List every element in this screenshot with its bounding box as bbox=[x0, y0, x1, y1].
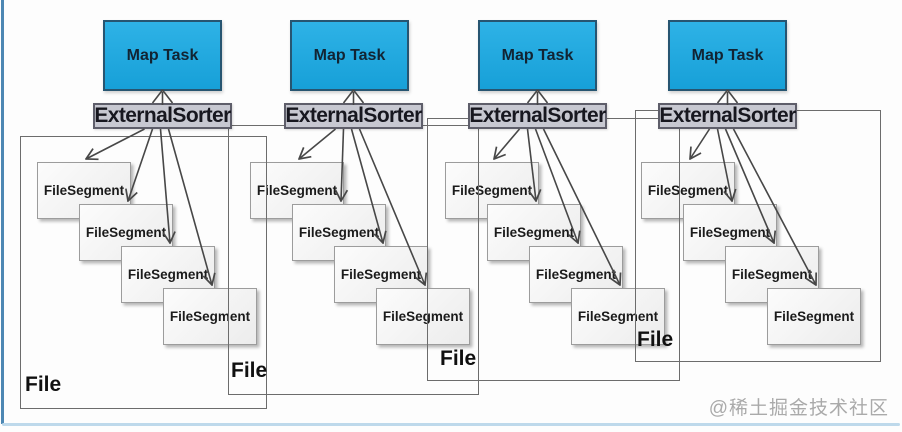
file-segment-box: FileSegment bbox=[163, 288, 257, 345]
file-label: File bbox=[637, 328, 674, 351]
map-task-box: Map Task bbox=[103, 20, 222, 91]
external-sorter-box: ExternalSorter bbox=[284, 103, 423, 129]
file-label: File bbox=[25, 373, 62, 396]
arrow-sorter-to-map bbox=[716, 89, 729, 104]
external-sorter-box: ExternalSorter bbox=[468, 103, 607, 129]
arrow-sorter-to-map bbox=[151, 89, 164, 104]
arrow-sorter-to-map bbox=[526, 89, 539, 104]
watermark-text: @稀土掘金技术社区 bbox=[708, 398, 889, 419]
file-container bbox=[635, 110, 881, 362]
arrow-sorter-to-map bbox=[161, 89, 174, 104]
arrow-sorter-to-map bbox=[726, 89, 739, 104]
file-segment-box: FileSegment bbox=[376, 288, 470, 345]
frame-bottom-border bbox=[2, 423, 900, 426]
file-label: File bbox=[440, 347, 477, 370]
map-task-box: Map Task bbox=[478, 20, 597, 91]
map-task-box: Map Task bbox=[668, 20, 787, 91]
map-task-box: Map Task bbox=[290, 20, 409, 91]
arrow-sorter-to-map bbox=[352, 89, 365, 104]
file-segment-box: FileSegment bbox=[571, 288, 665, 345]
external-sorter-box: ExternalSorter bbox=[93, 103, 232, 129]
file-segment-box: FileSegment bbox=[767, 288, 861, 345]
file-label: File bbox=[231, 359, 268, 382]
arrow-sorter-to-map bbox=[342, 89, 355, 104]
arrow-sorter-to-map bbox=[536, 89, 549, 104]
frame-left-border bbox=[1, 0, 4, 424]
external-sorter-box: ExternalSorter bbox=[658, 103, 797, 129]
